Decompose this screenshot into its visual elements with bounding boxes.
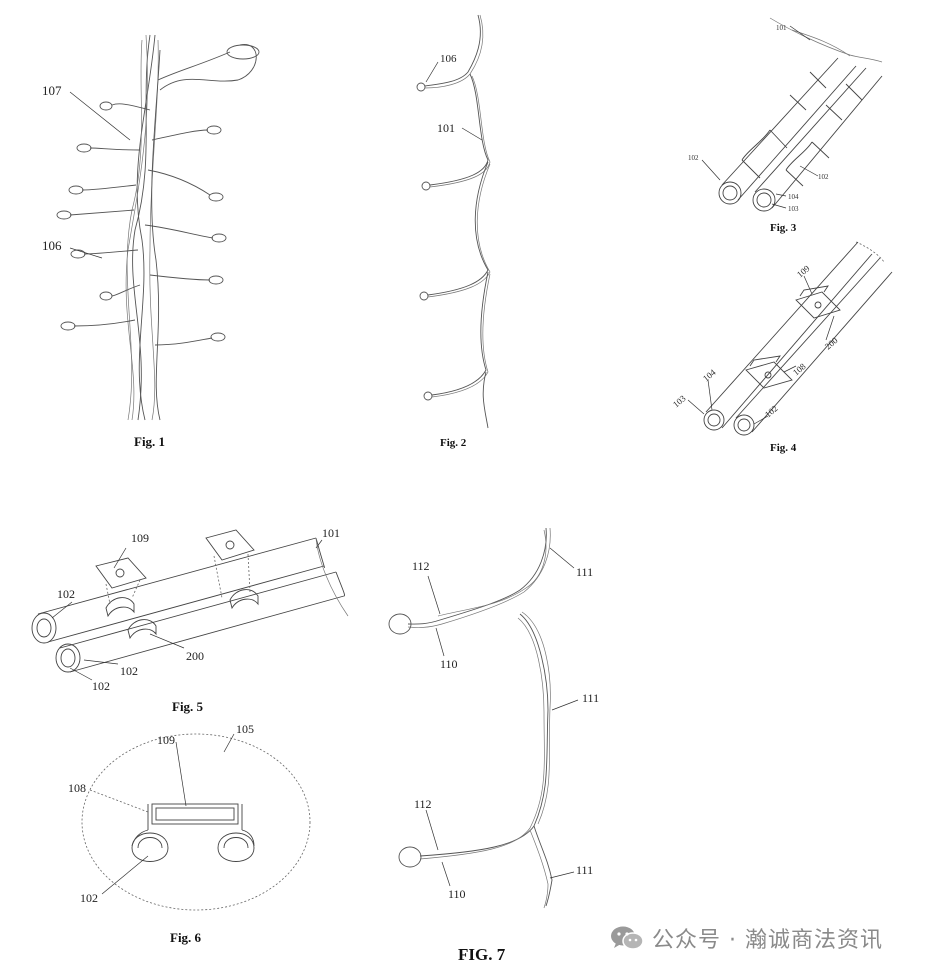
fig4-caption: Fig. 4 xyxy=(770,442,797,454)
fig4-label-104: 104 xyxy=(701,367,718,384)
fig2-caption: Fig. 2 xyxy=(440,437,467,449)
fig3-label-103: 103 xyxy=(788,205,799,213)
fig3-label-102-left: 102 xyxy=(688,154,699,162)
fig7-label-111-mid: 111 xyxy=(582,691,599,705)
fig3-label-104: 104 xyxy=(788,193,799,201)
fig7-caption: FIG. 7 xyxy=(458,945,506,964)
fig5-label-200: 200 xyxy=(186,649,204,663)
fig3-caption: Fig. 3 xyxy=(770,222,797,234)
fig7-drawing xyxy=(388,527,579,909)
fig7-label-112-top: 112 xyxy=(412,559,430,573)
fig6-label-102: 102 xyxy=(80,891,98,905)
fig5-drawing xyxy=(31,529,349,681)
fig2-label-106: 106 xyxy=(440,53,457,65)
fig6-drawing xyxy=(81,733,311,911)
fig2-label-101: 101 xyxy=(437,121,455,135)
fig5-label-109: 109 xyxy=(131,531,149,545)
fig2-drawing xyxy=(416,14,491,429)
fig6-label-105: 105 xyxy=(236,722,254,736)
fig7-label-110-top: 110 xyxy=(440,657,458,671)
fig7-label-110-bottom: 110 xyxy=(448,887,466,901)
fig6-label-109: 109 xyxy=(157,733,175,747)
fig5-label-102-top: 102 xyxy=(57,587,75,601)
watermark: 公众号 · 瀚诚商法资讯 xyxy=(610,922,883,954)
fig4-label-108: 108 xyxy=(791,361,808,378)
fig4-label-200: 200 xyxy=(823,335,840,352)
fig6-caption: Fig. 6 xyxy=(170,930,202,945)
fig1-label-106: 106 xyxy=(42,238,62,253)
fig7-label-111-top: 111 xyxy=(576,565,593,579)
fig4-label-109: 109 xyxy=(795,263,812,280)
fig5-label-102-mid: 102 xyxy=(120,664,138,678)
fig5-label-102-bottom: 102 xyxy=(92,679,110,693)
fig3-drawing xyxy=(701,17,883,212)
fig7-label-112-bottom: 112 xyxy=(414,797,432,811)
watermark-text: 公众号 · 瀚诚商法资讯 xyxy=(652,928,883,953)
fig5-label-101: 101 xyxy=(322,526,340,540)
fig1-caption: Fig. 1 xyxy=(134,434,165,449)
fig4-label-103: 103 xyxy=(671,393,688,410)
fig7-label-111-bottom: 111 xyxy=(576,863,593,877)
fig1-label-107: 107 xyxy=(42,83,62,98)
fig5-caption: Fig. 5 xyxy=(172,699,204,714)
fig1-drawing xyxy=(56,34,260,421)
wechat-icon xyxy=(611,926,644,950)
fig3-label-102-right: 102 xyxy=(818,173,829,181)
fig4-drawing xyxy=(687,241,893,436)
fig6-label-108: 108 xyxy=(68,781,86,795)
fig3-label-101: 101 xyxy=(776,24,787,32)
